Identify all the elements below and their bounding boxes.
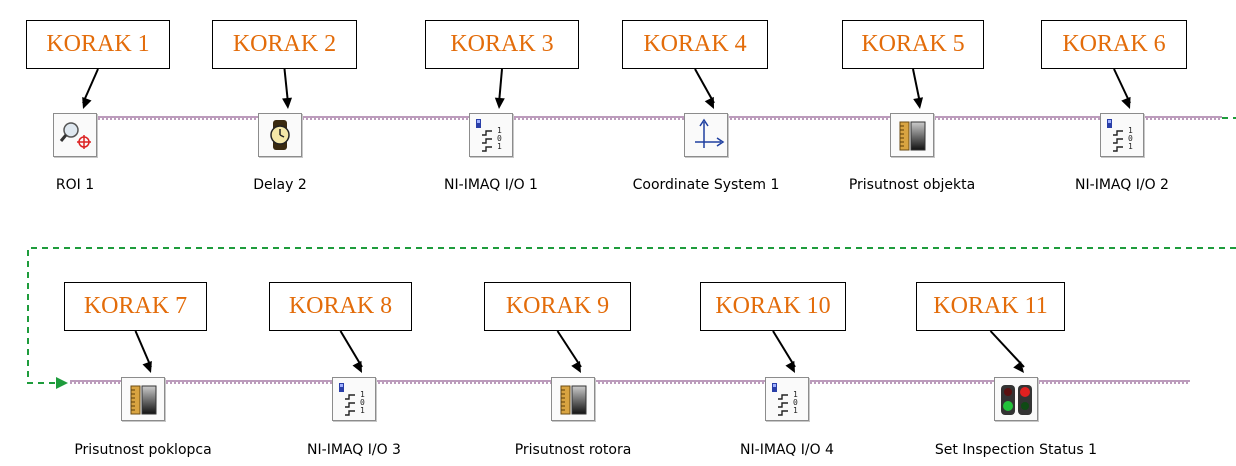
step-node[interactable]: [258, 113, 302, 157]
step-number-box: KORAK 2: [212, 20, 357, 69]
traffic-light-icon: [1001, 385, 1032, 415]
step-pointer-arrowhead: [571, 360, 581, 373]
step-label: Prisutnost poklopca: [74, 442, 212, 458]
io-icon: 101: [339, 383, 365, 416]
step-pointer-arrowhead: [1121, 96, 1131, 109]
step-label: NI-IMAQ I/O 2: [1075, 177, 1169, 193]
step-node[interactable]: [890, 113, 934, 157]
step-pointer-arrow: [283, 68, 289, 104]
step-node[interactable]: [994, 377, 1038, 421]
step-pointer-arrow: [556, 330, 582, 368]
step-label: Coordinate System 1: [632, 177, 780, 193]
step-label: Prisutnost objekta: [848, 177, 976, 193]
step-pointer-arrowhead: [352, 360, 362, 373]
step-number-box: KORAK 8: [269, 282, 412, 331]
svg-text:0: 0: [1128, 134, 1133, 143]
step-pointer-arrow: [772, 330, 796, 368]
step-number-box: KORAK 7: [64, 282, 207, 331]
svg-text:0: 0: [497, 134, 502, 143]
connector-arrowhead: [56, 377, 68, 389]
step-pointer-arrow: [912, 68, 921, 104]
step-number-box: KORAK 3: [425, 20, 579, 69]
step-node[interactable]: [53, 113, 97, 157]
step-label: Delay 2: [253, 177, 307, 193]
brightness-meter-icon: [130, 385, 157, 415]
step-pointer-arrowhead: [704, 96, 714, 109]
step-pointer-arrowhead: [142, 360, 152, 373]
brightness-meter-icon: [560, 385, 587, 415]
stopwatch-icon: [270, 120, 290, 150]
svg-text:1: 1: [793, 390, 798, 399]
roi-icon: [59, 122, 91, 149]
step-pointer-arrow: [1113, 68, 1131, 104]
step-label: NI-IMAQ I/O 1: [444, 177, 538, 193]
step-pointer-arrowhead: [494, 97, 505, 109]
coordinate-axes-icon: [695, 118, 725, 148]
svg-text:1: 1: [1128, 142, 1133, 151]
continuation-connector: [27, 247, 1236, 384]
step-node[interactable]: [684, 113, 728, 157]
brightness-meter-icon: [899, 121, 926, 151]
svg-text:1: 1: [497, 142, 502, 151]
step-number-box: KORAK 10: [700, 282, 846, 331]
step-label: NI-IMAQ I/O 3: [307, 442, 401, 458]
svg-text:0: 0: [360, 398, 365, 407]
step-pointer-arrow: [989, 330, 1025, 368]
svg-text:1: 1: [793, 406, 798, 415]
step-number-box: KORAK 6: [1041, 20, 1187, 69]
svg-text:1: 1: [360, 390, 365, 399]
step-label: Prisutnost rotora: [514, 442, 632, 458]
step-pointer-arrowhead: [282, 97, 293, 109]
step-number-box: KORAK 1: [26, 20, 170, 69]
step-pointer-arrowhead: [1013, 361, 1024, 373]
step-pointer-arrow: [694, 68, 715, 104]
step-pointer-arrowhead: [785, 360, 795, 373]
step-label: Set Inspection Status 1: [934, 442, 1098, 458]
step-pointer-arrowhead: [913, 97, 924, 109]
svg-text:1: 1: [497, 126, 502, 135]
io-icon: 101: [476, 119, 502, 152]
step-number-box: KORAK 5: [842, 20, 984, 69]
step-pointer-arrow: [498, 68, 503, 104]
step-pointer-arrow: [82, 68, 99, 104]
step-pointer-arrow: [134, 330, 152, 368]
svg-text:1: 1: [1128, 126, 1133, 135]
step-label: NI-IMAQ I/O 4: [740, 442, 834, 458]
step-label: ROI 1: [55, 177, 95, 193]
svg-text:1: 1: [360, 406, 365, 415]
step-number-box: KORAK 4: [622, 20, 768, 69]
step-pointer-arrowhead: [82, 96, 92, 109]
step-number-box: KORAK 11: [916, 282, 1065, 331]
io-icon: 101: [772, 383, 798, 416]
svg-text:0: 0: [793, 398, 798, 407]
step-node[interactable]: [551, 377, 595, 421]
step-number-box: KORAK 9: [484, 282, 631, 331]
step-pointer-arrow: [339, 330, 363, 368]
io-icon: 101: [1107, 119, 1133, 152]
step-node[interactable]: [121, 377, 165, 421]
